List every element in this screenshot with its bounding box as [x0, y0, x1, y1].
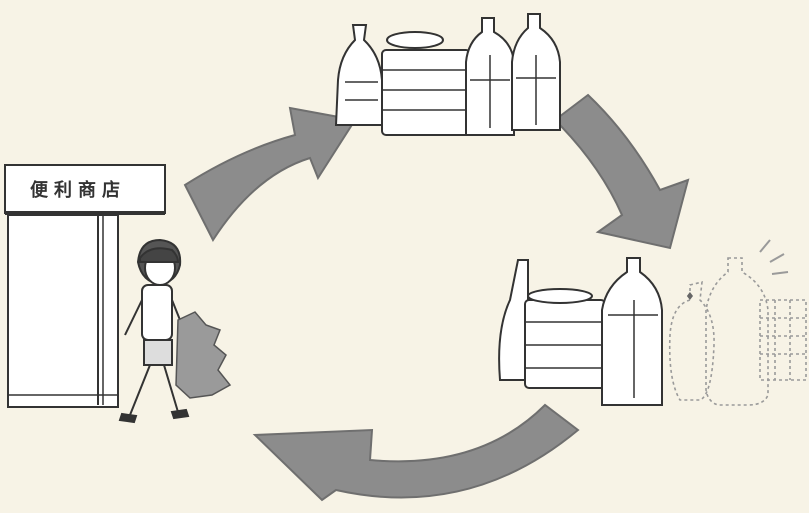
arrow-containers-to-used-icon [555, 95, 688, 248]
bag-icon [176, 312, 230, 398]
used-containers-icon [499, 258, 662, 405]
arrow-used-to-store-icon [255, 405, 578, 500]
dotted-outline-containers-icon [670, 258, 806, 405]
sparkle-icon [760, 240, 788, 274]
bag-tag-mark: ♦ [685, 290, 695, 303]
beverage-containers-icon [336, 14, 560, 135]
arrow-store-to-containers-icon [185, 108, 355, 240]
shop-sign-label: 便利商店 [30, 179, 126, 201]
